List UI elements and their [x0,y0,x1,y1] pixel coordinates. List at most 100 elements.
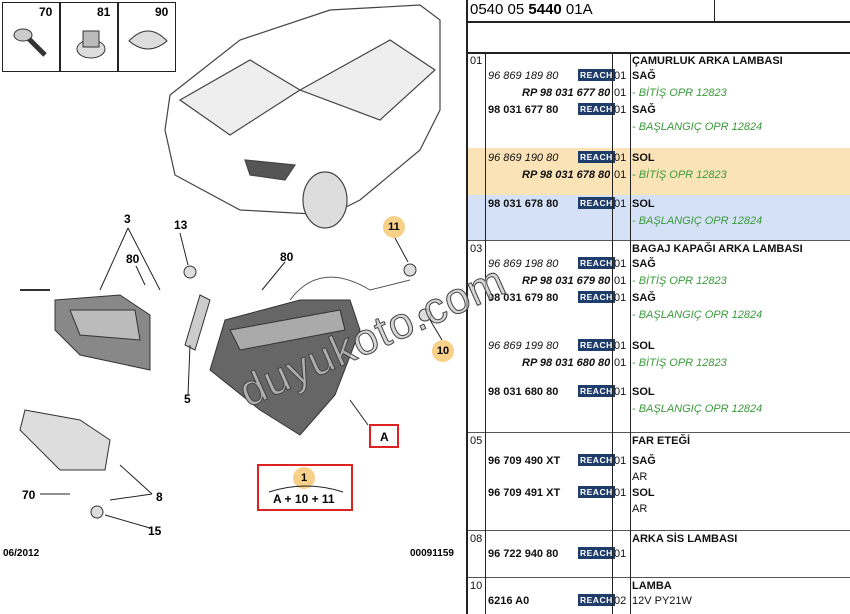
quantity: 01 [614,87,627,99]
group-title: FAR ETEĞİ [632,435,691,447]
callout-15: 15 [148,524,162,538]
group-title: LAMBA [632,580,672,592]
table-header: 0540 05 5440 01A [468,0,850,23]
description: - BAŞLANGIÇ OPR 12824 [632,309,763,321]
description: AR [632,471,648,483]
outer-lamp [209,299,361,436]
replacement-part-number[interactable]: RP 98 031 677 80 [522,87,611,99]
parts-table: 0540 05 5440 01A 01 ÇAMURLUK ARKA LAMBASI… [466,0,850,614]
quantity: 01 [614,548,627,560]
callout-3: 3 [124,212,131,226]
bulb-10 [418,308,432,322]
description: - BAŞLANGIÇ OPR 12824 [632,403,763,415]
description: - BİTİŞ OPR 12823 [632,87,727,99]
description: SAĞ [632,455,656,467]
fog-surround [19,409,111,471]
reach-badge: REACH [578,257,615,269]
description: SOL [632,386,655,398]
part-number[interactable]: 98 031 680 80 [488,386,559,398]
reach-badge: REACH [578,594,615,606]
quantity: 01 [614,104,627,116]
replacement-part-number[interactable]: RP 98 031 679 80 [522,275,611,287]
group-title: BAGAJ KAPAĞI ARKA LAMBASI [632,243,803,255]
description: SOL [632,340,655,352]
part-number[interactable]: 96 869 198 80 [488,258,559,270]
group-index: 05 [470,435,483,447]
fog-lamp [184,294,211,351]
callout-13: 13 [174,218,188,232]
quantity: 01 [614,357,627,369]
replacement-part-number[interactable]: RP 98 031 678 80 [522,169,611,181]
part-number[interactable]: 96 709 490 XT [488,455,561,467]
brace-icon [268,485,344,493]
clip-icon [128,30,168,50]
bulb-11 [403,263,417,277]
screw-icon [13,28,47,57]
row-divider [468,240,850,241]
description: 12V PY21W [632,595,692,607]
quantity: 01 [614,487,627,499]
quantity: 02 [614,595,627,607]
description: SOL [632,198,655,210]
callout-5: 5 [184,392,191,406]
part-number[interactable]: 96 722 940 80 [488,548,559,560]
quantity: 01 [614,258,627,270]
quantity: 01 [614,386,627,398]
description: - BİTİŞ OPR 12823 [632,169,727,181]
callout-70: 70 [22,488,36,502]
parts-drawing [19,4,443,529]
description: - BAŞLANGIÇ OPR 12824 [632,215,763,227]
fastener-box-81: 81 [60,2,118,72]
description: - BİTİŞ OPR 12823 [632,357,727,369]
assembly-formula-box: 1 A + 10 + 11 [257,464,353,511]
reach-badge: REACH [578,454,615,466]
highlight-band [468,148,850,195]
replacement-part-number[interactable]: RP 98 031 680 80 [522,357,611,369]
reach-badge: REACH [578,339,615,351]
callout-80: 80 [126,252,140,266]
part-number[interactable]: 96 869 190 80 [488,152,559,164]
description: SAĞ [632,70,656,82]
part-number[interactable]: 6216 A0 [488,595,530,607]
bulb-13 [183,265,197,279]
description: SOL [632,152,655,164]
group-title: ARKA SİS LAMBASI [632,533,738,545]
part-number[interactable]: 96 869 189 80 [488,70,559,82]
group-title: ÇAMURLUK ARKA LAMBASI [632,55,783,67]
callout-80b: 80 [280,250,294,264]
part-number[interactable]: 98 031 677 80 [488,104,559,116]
quantity: 01 [614,70,627,82]
part-number[interactable]: 96 709 491 XT [488,487,561,499]
description: SOL [632,487,655,499]
reach-badge: REACH [578,291,615,303]
quantity: 01 [614,152,627,164]
nut-icon [76,30,106,59]
quantity: 01 [614,275,627,287]
part-number[interactable]: 96 869 199 80 [488,340,559,352]
diagram-ref: 00091159 [410,548,454,559]
row-divider [468,432,850,433]
highlight-band [468,195,850,240]
description: SAĞ [632,292,656,304]
reach-badge: REACH [578,385,615,397]
group-index: 01 [470,55,483,67]
quantity: 01 [614,292,627,304]
reach-badge: REACH [578,486,615,498]
callout-a-box: A [369,424,399,448]
group-index: 03 [470,243,483,255]
car-illustration [164,4,441,229]
inner-lamp [54,294,151,371]
diagram-date: 06/2012 [3,548,40,559]
table-subheader [468,21,850,54]
part-number[interactable]: 98 031 678 80 [488,198,559,210]
reach-badge: REACH [578,69,615,81]
quantity: 01 [614,455,627,467]
fastener-box-90: 90 [118,2,176,72]
reach-badge: REACH [578,197,615,209]
fastener-box-70: 70 [2,2,60,72]
part-number[interactable]: 98 031 679 80 [488,292,559,304]
quantity: 01 [614,169,627,181]
callout-8: 8 [156,490,163,504]
group-index: 10 [470,580,483,592]
row-divider [468,577,850,578]
